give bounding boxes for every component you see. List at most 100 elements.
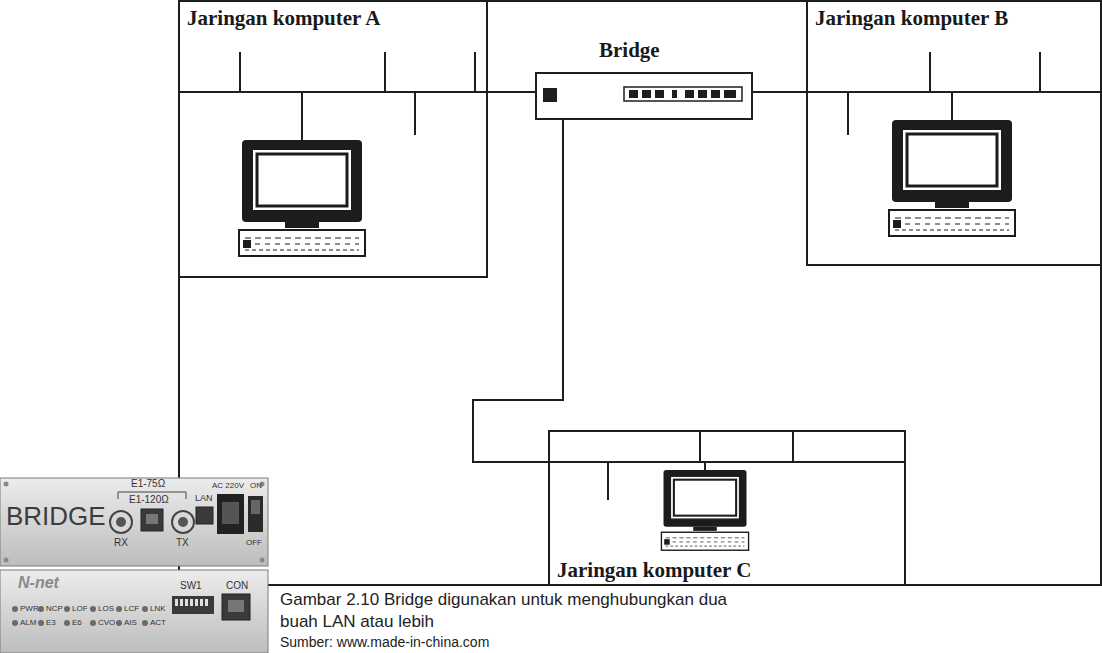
port-label: RX (114, 537, 128, 549)
dip-key (205, 599, 208, 606)
lan-port (196, 507, 213, 524)
bnc-pin (178, 517, 188, 527)
dip-keys (175, 599, 208, 606)
led (12, 620, 18, 626)
led-label: E3 (46, 618, 56, 627)
tap-line (951, 92, 953, 120)
led (90, 620, 96, 626)
network-cable (488, 91, 535, 93)
console-port (222, 594, 250, 620)
bridge-port (543, 88, 557, 102)
led-panel (624, 87, 742, 101)
led (698, 90, 707, 98)
screw (260, 558, 265, 563)
switch-rocker (251, 500, 260, 514)
led-label: PWR (20, 604, 39, 613)
bnc-connector (172, 511, 194, 533)
bridge-device: Bridge (535, 72, 753, 120)
led (142, 620, 148, 626)
dip-key (185, 599, 188, 606)
tap-line (474, 52, 476, 92)
source-note: Sumber: www.made-in-china.com (280, 634, 489, 650)
network-cable (753, 91, 806, 93)
dip-key (200, 599, 203, 606)
switch-label: ON (250, 481, 262, 490)
tap-line (607, 462, 609, 500)
power-switch (248, 496, 263, 532)
tap-line (301, 92, 303, 140)
dip-key (190, 599, 193, 606)
led-label: ACT (150, 618, 166, 627)
tap-line (239, 52, 241, 92)
led (711, 90, 720, 98)
led (38, 606, 44, 612)
led-label: LCF (124, 604, 139, 613)
computer-icon (889, 120, 1015, 236)
led (672, 90, 677, 98)
port-label: TX (176, 537, 189, 549)
led-label: CVO (98, 618, 115, 627)
console-socket (228, 600, 244, 612)
led (64, 620, 70, 626)
led (685, 90, 694, 98)
led (724, 90, 736, 98)
led (12, 606, 18, 612)
lan-bus-a (178, 52, 488, 140)
tap-line (792, 430, 794, 462)
led (629, 90, 638, 98)
screw (4, 482, 9, 487)
led (116, 606, 122, 612)
dip-key (180, 599, 183, 606)
led-label: ALM (20, 618, 36, 627)
port-label: SW1 (180, 580, 202, 592)
power-socket (217, 494, 244, 534)
led-label: NCP (46, 604, 63, 613)
bridge-photo (0, 478, 268, 653)
bnc-connector (110, 511, 132, 533)
led (38, 620, 44, 626)
network-box: Jaringan komputer B (806, 0, 1102, 266)
port-label: E1-120Ω (129, 494, 169, 506)
led (64, 606, 70, 612)
dip-key (195, 599, 198, 606)
led-label: E6 (72, 618, 82, 627)
screw (4, 558, 9, 563)
led (142, 606, 148, 612)
tap-line (1039, 52, 1041, 92)
device-brand: BRIDGE (6, 502, 106, 532)
dip-key (175, 599, 178, 606)
network-box: Jaringan komputer A (178, 0, 488, 278)
tap-line (704, 462, 706, 471)
led-label: LOS (98, 604, 114, 613)
figure-caption: Gambar 2.10 Bridge digunakan untuk mengh… (280, 589, 750, 633)
bus-line (806, 91, 1102, 93)
led (116, 620, 122, 626)
switch-label: OFF (246, 538, 262, 547)
dip-switch (172, 596, 214, 614)
led-row (629, 90, 736, 98)
brand-logo: N-net (18, 574, 59, 592)
rj45-port (141, 509, 163, 531)
computer-icon (661, 470, 748, 550)
bridge-body (536, 73, 752, 119)
bnc-pin (116, 517, 126, 527)
port-label: E1-75Ω (131, 478, 165, 490)
port-label: CON (226, 580, 248, 592)
network-title: Jaringan komputer A (187, 6, 380, 30)
led (642, 90, 651, 98)
rj45-socket (146, 514, 158, 524)
computer-icon (239, 140, 365, 256)
rear-panel (0, 570, 268, 653)
power-socket-inner (222, 502, 239, 524)
led-label: LNK (150, 604, 166, 613)
tap-line (414, 92, 416, 135)
device-label: Bridge (599, 38, 660, 62)
network-box: Jaringan komputer C (548, 430, 906, 586)
bus-line (178, 91, 488, 93)
outer-frame (178, 0, 1102, 586)
port-label: LAN (195, 493, 213, 503)
network-title: Jaringan komputer C (557, 558, 751, 582)
